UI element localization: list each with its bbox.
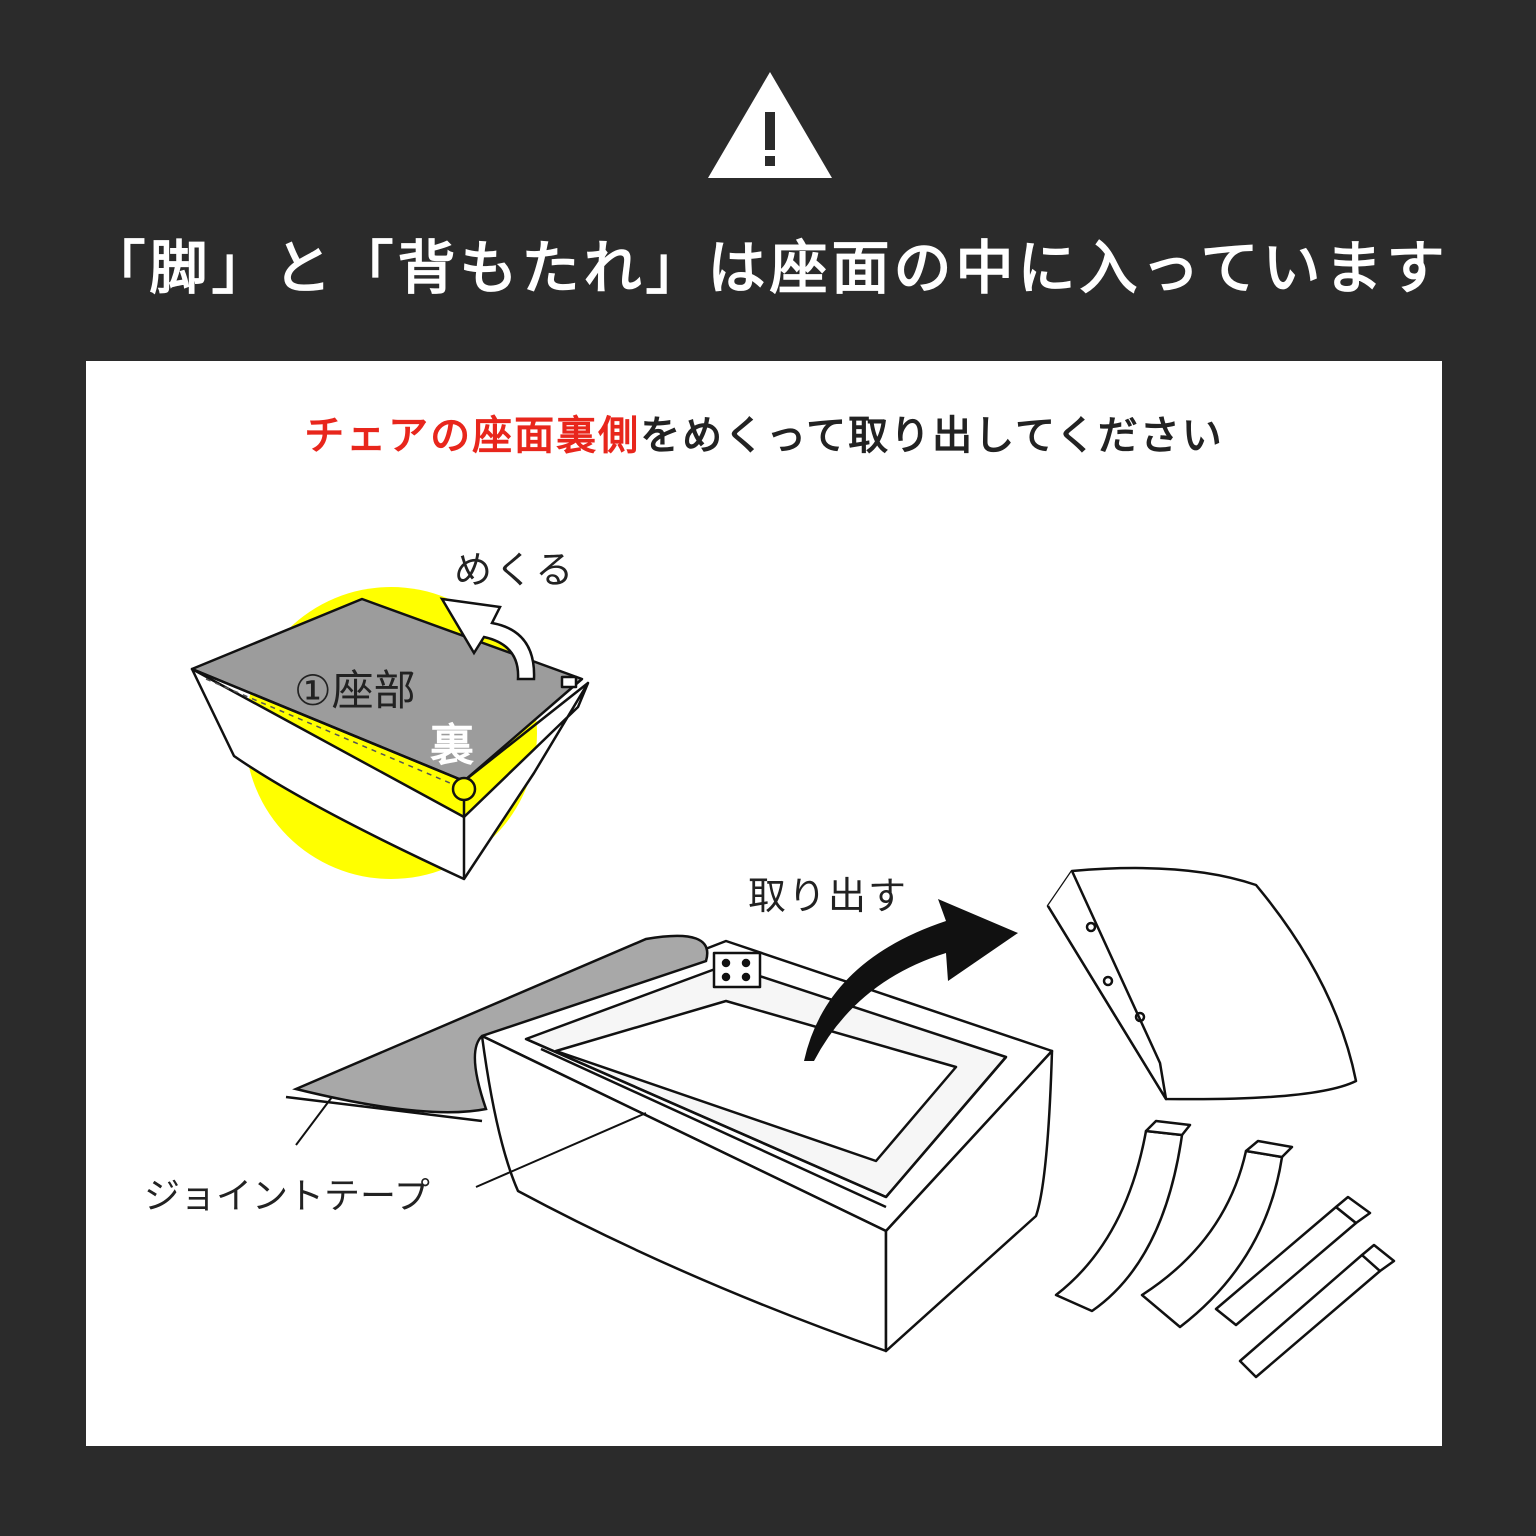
remove-arrow	[804, 899, 1018, 1061]
backrest-illustration	[1046, 866, 1358, 1101]
assembly-illustration	[190, 587, 1396, 1379]
remove-label: 取り出す	[748, 874, 909, 918]
flip-label: めくる	[454, 548, 577, 592]
underside-label: 裏	[430, 720, 474, 771]
seat-frame-illustration	[480, 939, 1054, 1353]
warning-triangle-icon	[708, 72, 832, 178]
legs-illustration	[1054, 1119, 1396, 1379]
headline: 「脚」と「背もたれ」は座面の中に入っています	[87, 234, 1449, 302]
instruction-highlight: チェアの座面裏側	[304, 413, 641, 459]
instruction-rest: をめくって取り出してください	[640, 413, 1224, 459]
seat-part-label: ①座部	[294, 666, 416, 715]
seat-underside-illustration	[190, 597, 590, 881]
flip-arrow	[439, 597, 536, 681]
instruction-text: チェアの座面裏側をめくって取り出してください	[86, 409, 1442, 463]
instruction-panel: チェアの座面裏側をめくって取り出してください	[86, 361, 1442, 1446]
peeled-fabric	[292, 934, 709, 1114]
joint-tape-label: ジョイントテープ	[144, 1176, 430, 1217]
